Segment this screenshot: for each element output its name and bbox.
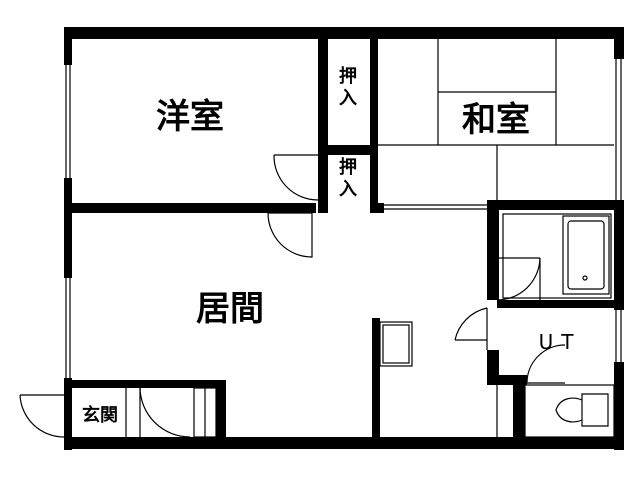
utility-label: UT [539,330,582,354]
bathtub-icon [562,215,610,295]
fixtures [193,213,615,438]
japanese-room-label: 和室 [462,100,530,140]
bath-area [502,213,612,299]
windows [65,59,622,378]
kitchen-sink-icon [379,321,413,367]
toilet-area [524,384,615,438]
toilet-icon [555,393,609,427]
western-room-label: 洋室 [156,97,224,137]
tatami-lines [378,39,614,210]
walls [64,27,624,450]
lower-closet-label-2: 入 [339,179,357,200]
lower-closet-label-1: 押 [339,156,357,178]
doors [19,154,566,438]
living-room-label: 居間 [196,289,264,329]
entrance-label: 玄関 [82,404,118,426]
upper-closet-label-1: 押 [339,65,357,87]
upper-closet-label-2: 入 [339,88,357,109]
room-labels: 洋室 和室 居間 玄関 UT 押 入 押 入 [82,65,582,426]
